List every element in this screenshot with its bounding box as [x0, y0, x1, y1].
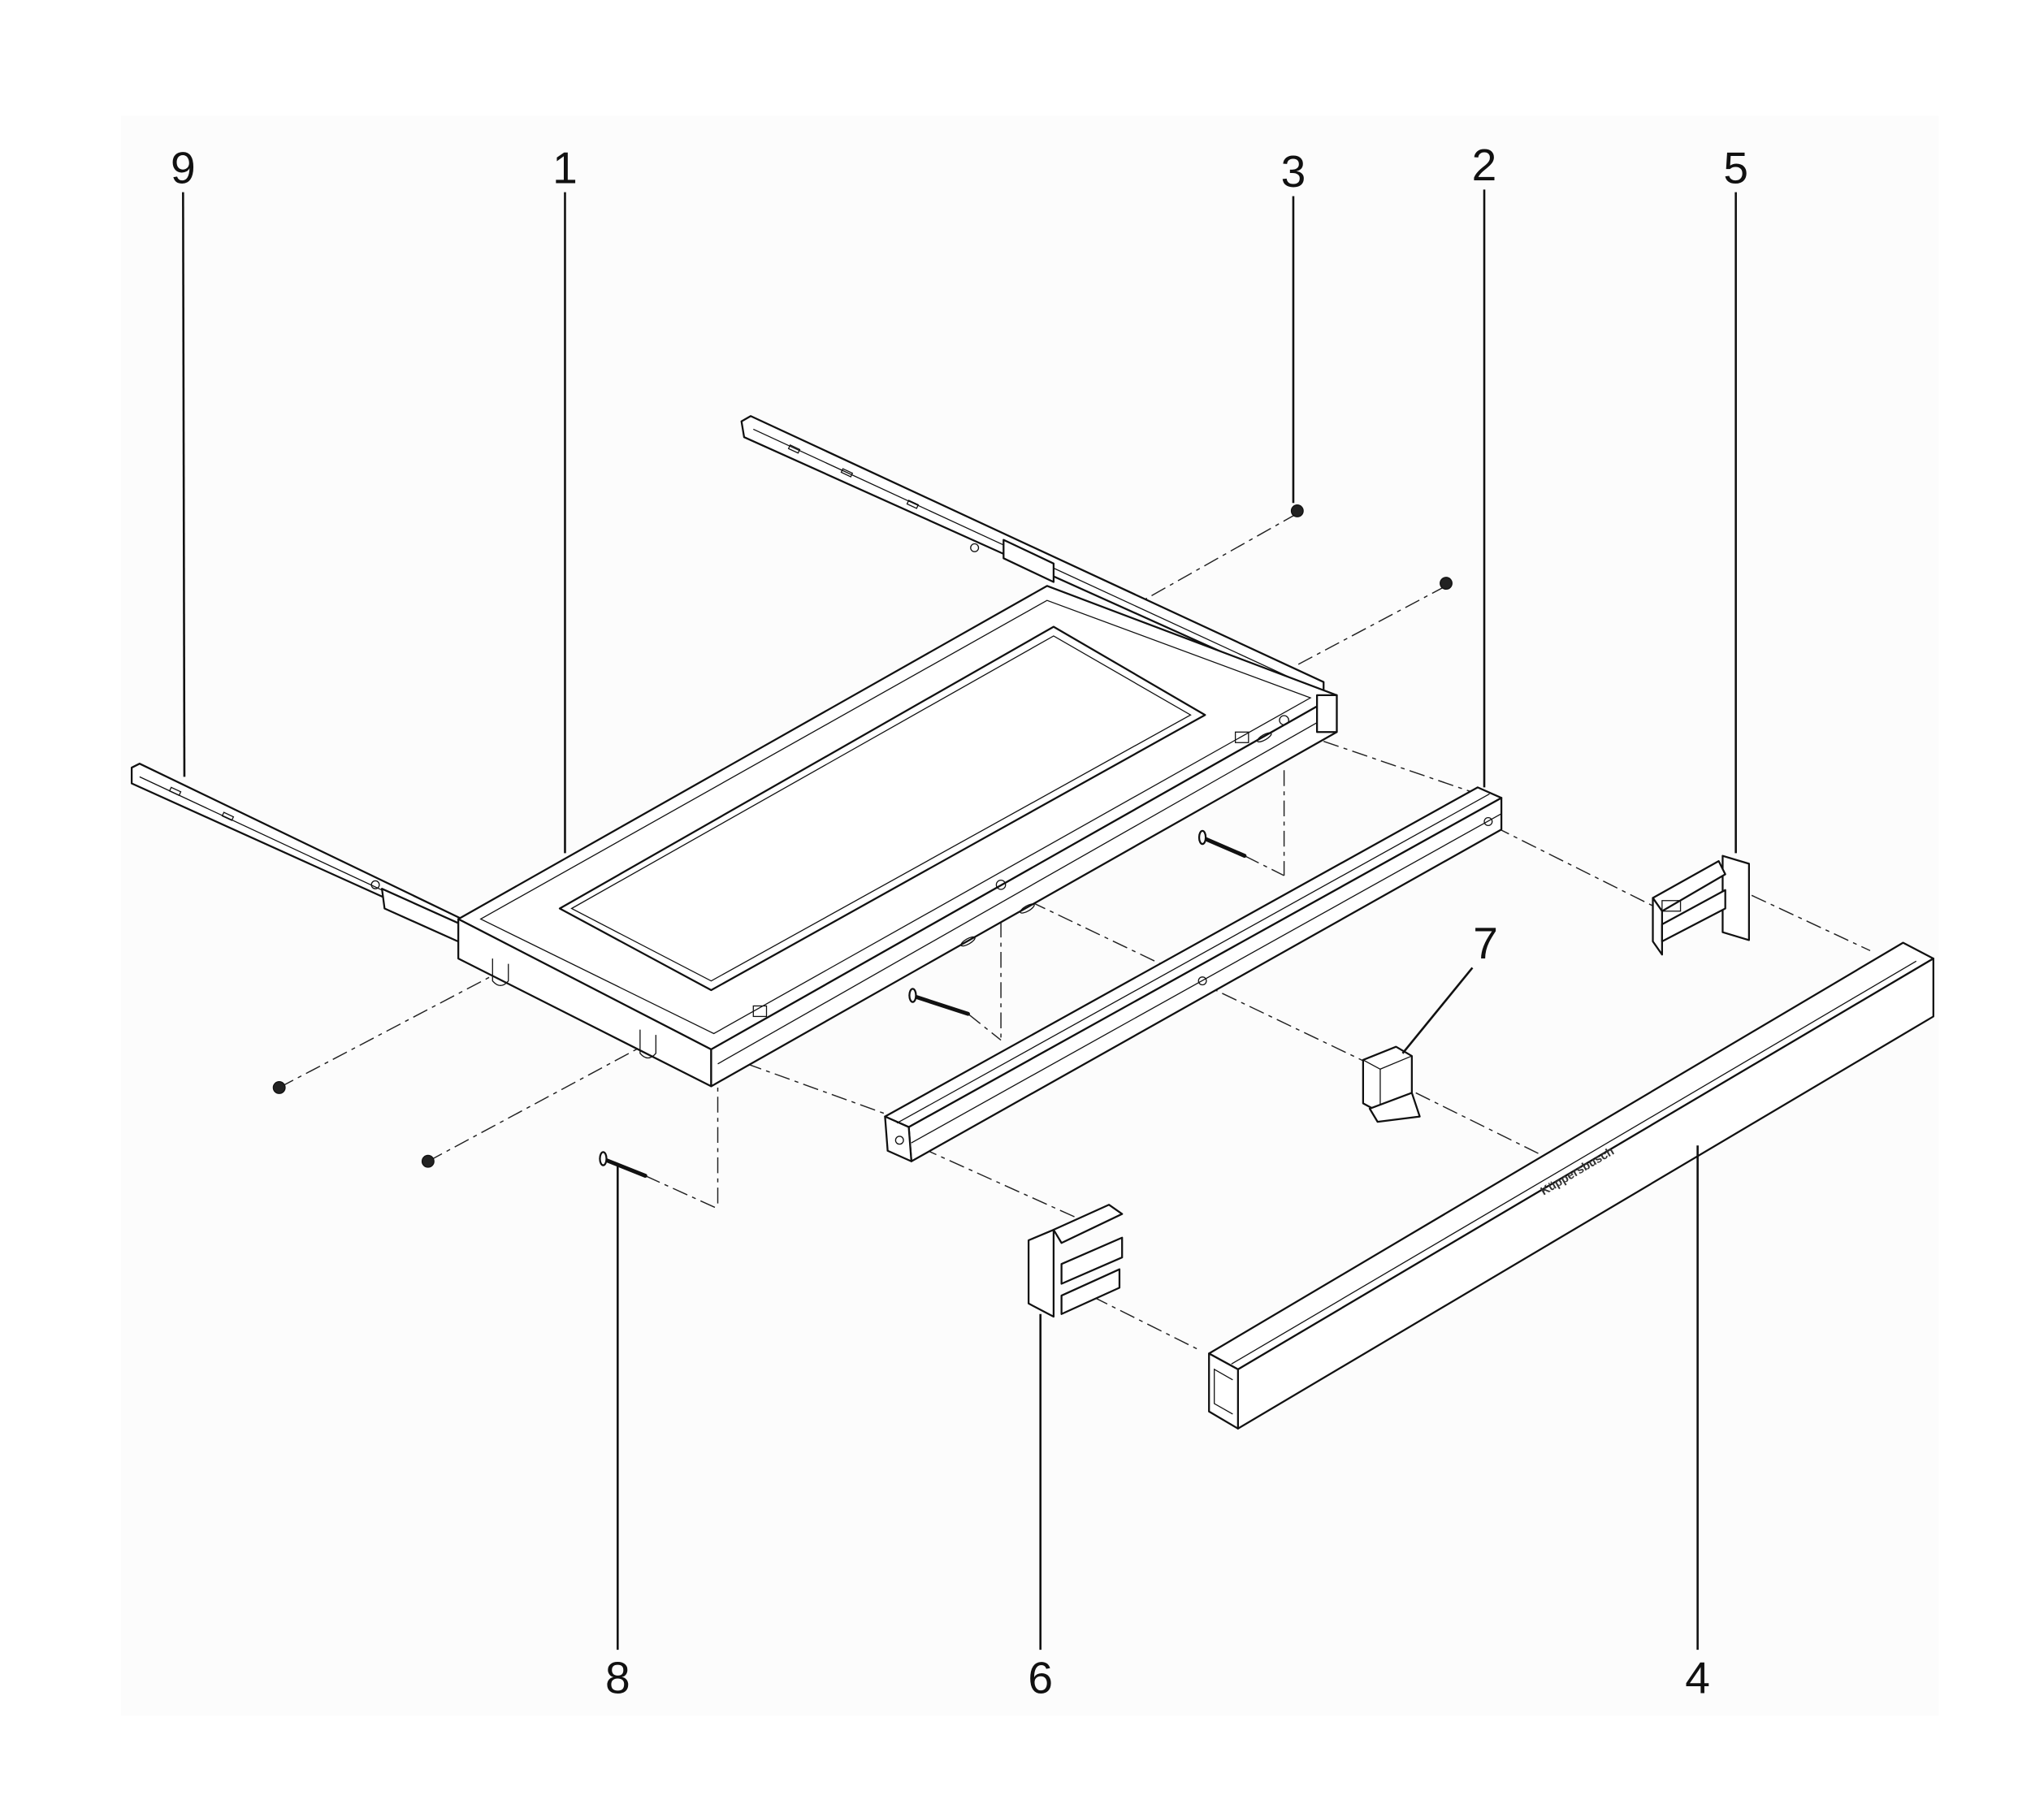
assembly-line [645, 1175, 718, 1209]
diagram-background [121, 115, 1939, 1716]
bracket-prong [1052, 1204, 1124, 1244]
assembly-line [427, 1047, 639, 1162]
rail-slot [787, 444, 801, 454]
assembly-line [1093, 1296, 1202, 1352]
long-screw-head [599, 1151, 608, 1166]
tray-hook [639, 1029, 656, 1059]
bracket-plate [1027, 1228, 1055, 1318]
clip-edge [1362, 1059, 1381, 1070]
telescopic-rail-right [740, 415, 1325, 699]
assembly-line [968, 1013, 1002, 1041]
bar-hole [1483, 817, 1493, 827]
bar-groove [911, 813, 1502, 1144]
bar-hole [1197, 976, 1207, 986]
bracket-front [1652, 897, 1664, 956]
callout-label-6: 6 [1028, 1653, 1053, 1703]
drawer-tray [457, 585, 1338, 1088]
tray-slot [1020, 903, 1035, 914]
long-screw [913, 994, 970, 1016]
clip-edge [1379, 1055, 1413, 1070]
assembly-line [1415, 1092, 1539, 1154]
callout-label-3: 3 [1281, 146, 1306, 197]
tray-hole [1279, 715, 1289, 726]
bar-groove [896, 793, 1490, 1124]
bracket-prong [1060, 1236, 1124, 1285]
callout-label-7: 7 [1473, 918, 1498, 968]
clip-foot [1368, 1092, 1421, 1123]
front-bar [884, 786, 1503, 1162]
assembly-line [279, 976, 491, 1088]
long-screw-head [1197, 829, 1207, 846]
assembly-line [1244, 855, 1284, 876]
rail-slot [221, 811, 235, 821]
assembly-line [1751, 894, 1871, 952]
tray-clip [752, 1005, 768, 1018]
leader-line-9 [182, 192, 186, 777]
tray-window [558, 625, 1206, 992]
bar-end [884, 1115, 912, 1162]
callout-label-1: 1 [552, 142, 578, 193]
long-screw [1202, 837, 1247, 859]
tray-hook [492, 958, 509, 986]
rail-slot [168, 786, 182, 797]
assembly-line [1323, 740, 1479, 795]
callout-labels: 9 1 3 2 5 7 8 6 4 [171, 140, 1748, 1703]
screw-head [421, 1154, 435, 1168]
callout-label-8: 8 [605, 1653, 630, 1703]
bar-hole [894, 1136, 904, 1145]
tray-top-lip [479, 599, 1312, 1035]
screws [272, 504, 1453, 1178]
screw-head [1440, 577, 1453, 591]
panel-end [1208, 1352, 1240, 1430]
tray-end-bracket [1315, 694, 1338, 733]
rail-rivet [370, 880, 380, 889]
long-screw-head [908, 988, 917, 1003]
bracket-tab [1661, 900, 1682, 912]
long-screw [604, 1157, 647, 1178]
callout-label-5: 5 [1723, 142, 1748, 193]
leader-line-7 [1401, 967, 1474, 1054]
tray-window-inner [570, 635, 1192, 982]
assembly-line [1297, 585, 1447, 666]
panel-edge [1231, 960, 1917, 1365]
rail-slot [906, 500, 920, 509]
callout-label-2: 2 [1472, 140, 1497, 190]
callout-label-9: 9 [171, 142, 196, 193]
tray-hole [995, 879, 1007, 890]
rail-slot [840, 468, 854, 478]
bracket-prong [1060, 1268, 1121, 1315]
bracket-left [1027, 1204, 1124, 1318]
bracket-right [1652, 854, 1751, 956]
callout-label-4: 4 [1685, 1653, 1710, 1703]
rail-rivet [970, 543, 980, 552]
front-panel: Küppersbusch [1208, 941, 1934, 1430]
screw-head [1290, 504, 1304, 517]
bracket-prong-bottom [1661, 889, 1726, 943]
clip [1362, 1045, 1421, 1123]
assembly-line [921, 1147, 1080, 1220]
tray-front-edge [717, 718, 1324, 1065]
panel-end-profile [1214, 1368, 1233, 1415]
tray-clip [1234, 731, 1249, 743]
screw-head [272, 1081, 286, 1094]
bracket-plate [1721, 854, 1751, 941]
rail-slide-block [1003, 539, 1055, 583]
leader-lines [182, 189, 1737, 1650]
tray-slot [960, 936, 976, 947]
tray-slot [1257, 732, 1272, 743]
